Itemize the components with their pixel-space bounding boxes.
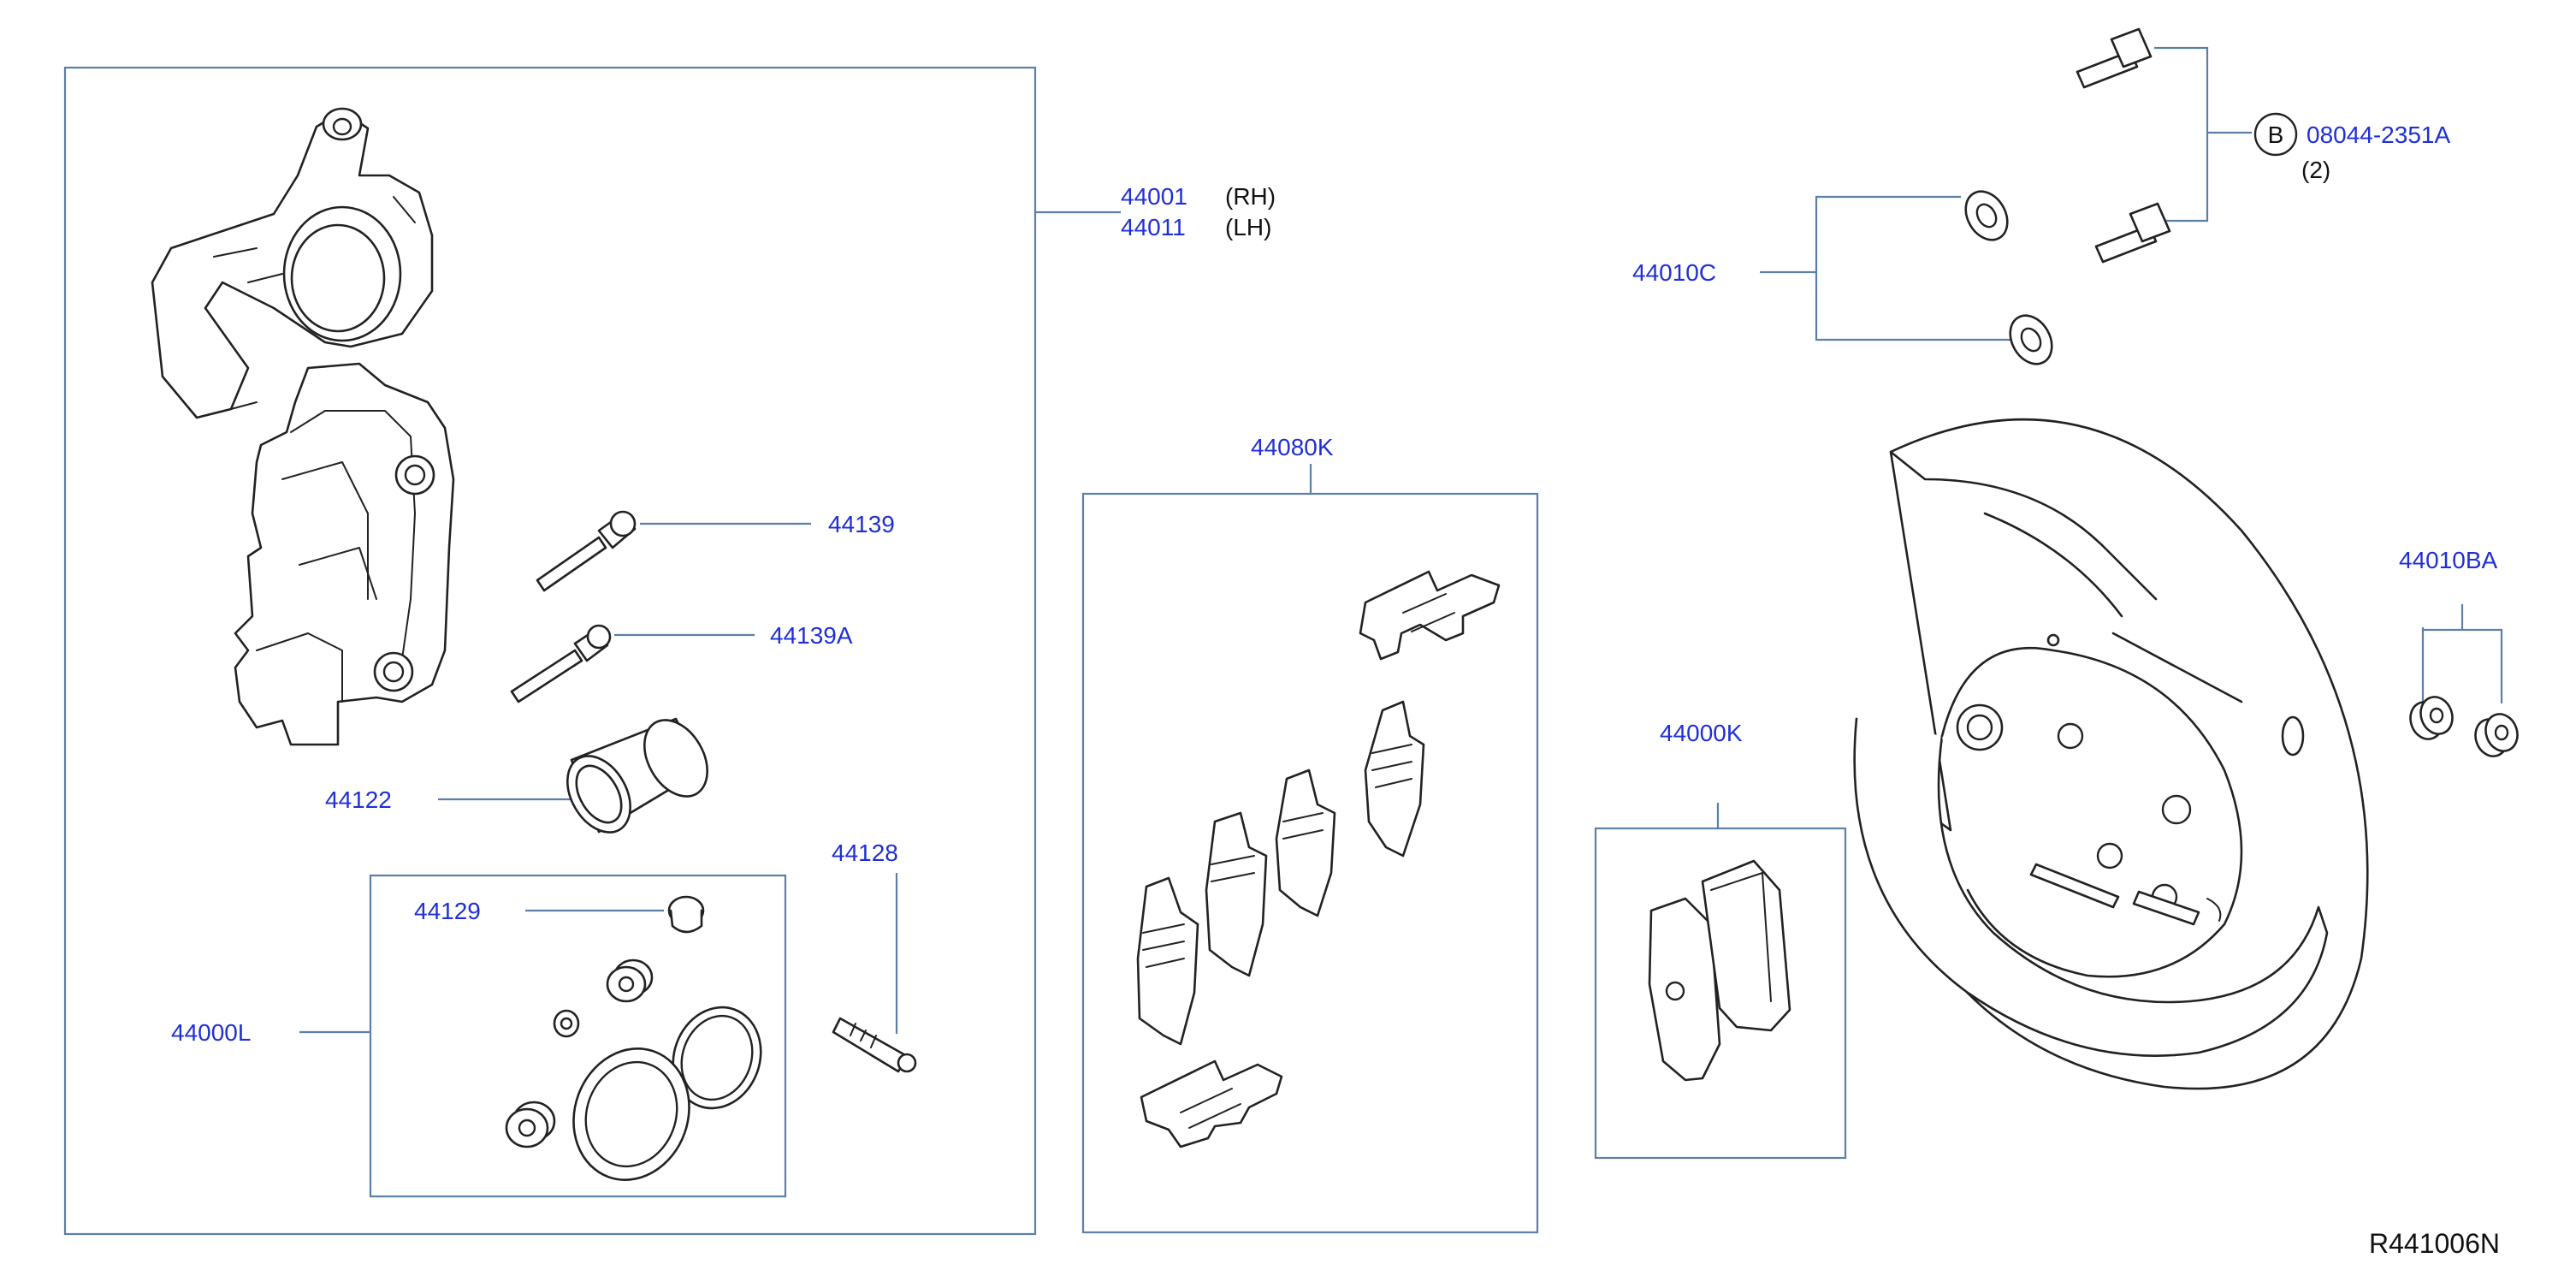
callout-piston: 44122 <box>325 786 392 813</box>
callout-pad-hardware-kit: 44080K <box>1251 434 1334 460</box>
backing-plate <box>1853 418 2369 1090</box>
leader-lines <box>299 46 2503 1034</box>
bleeder <box>832 1017 917 1073</box>
pad-kit-frame <box>1594 827 1847 1160</box>
brake-pad-rear <box>1701 859 1791 1032</box>
pad-clip-top <box>1359 570 1501 661</box>
caliper-body <box>151 107 455 746</box>
callout-bleeder: 44128 <box>832 840 898 866</box>
grommet <box>2409 696 2519 757</box>
bleeder-cap <box>667 895 705 934</box>
shim-1 <box>1364 700 1425 858</box>
bolt-symbol-label: B <box>2268 122 2284 148</box>
shim-4 <box>1136 876 1199 1046</box>
seal-kit-frame <box>369 874 787 1198</box>
pin-bolt-a <box>510 624 612 703</box>
callout-pad-kit: 44000K <box>1660 720 1743 746</box>
shim-2 <box>1275 769 1336 917</box>
callout-caliper-rh-side: (RH) <box>1225 183 1276 210</box>
boot-large <box>505 1101 556 1148</box>
callout-caliper-lh: 44011 <box>1121 214 1186 240</box>
caliper-assembly-frame <box>63 66 1037 1236</box>
plate-bolt <box>2076 27 2171 264</box>
shim-3 <box>1205 811 1268 977</box>
callout-seal-kit: 44000L <box>171 1019 251 1046</box>
callout-plate-bolt: 08044-2351A <box>2307 122 2450 148</box>
pin-bolt <box>536 510 637 592</box>
washer <box>1964 190 2053 365</box>
callout-pin-bolt: 44139 <box>828 511 895 537</box>
callout-plate-bolt-qty: (2) <box>2301 157 2330 183</box>
piston-seal <box>672 1006 762 1110</box>
bolt-symbol: B <box>2253 112 2298 157</box>
callout-washer: 44010C <box>1632 259 1716 286</box>
callout-caliper-lh-side: (LH) <box>1225 214 1271 240</box>
callout-bleeder-cap: 44129 <box>414 898 481 924</box>
callout-pin-bolt-a: 44139A <box>770 622 853 649</box>
callout-grommet: 44010BA <box>2399 547 2498 573</box>
boot-small <box>606 958 654 1003</box>
pad-clip-bottom <box>1140 1059 1283 1148</box>
sleeve <box>553 1009 580 1038</box>
dust-boot <box>572 1047 690 1181</box>
brake-pad-front <box>1648 897 1721 1082</box>
callout-caliper-rh: 44001 <box>1121 183 1187 210</box>
piston <box>566 717 708 834</box>
diagram-reference-code: R441006N <box>2369 1228 2500 1259</box>
